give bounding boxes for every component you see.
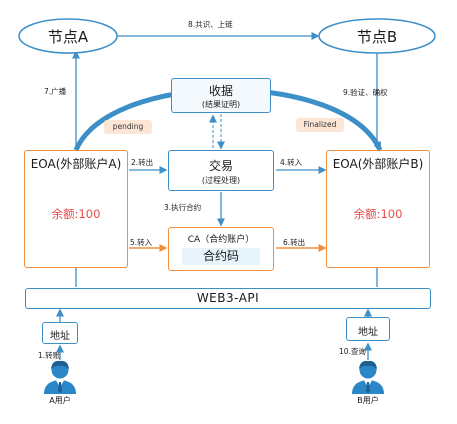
edge-10-label: 10.查询 — [339, 347, 366, 356]
user-icon — [352, 360, 384, 394]
eoa-b-box: EOA(外部账户B) 余额:100 — [326, 150, 430, 268]
contract-code-box: 合约码 — [182, 248, 260, 265]
edge-3-label: 3.执行合约 — [164, 203, 202, 212]
pending-badge: pending — [104, 120, 152, 134]
node-b-ellipse — [318, 18, 436, 54]
eoa-a-box: EOA(外部账户A) 余额:100 — [24, 150, 128, 268]
edge-6-label: 6.转出 — [283, 238, 306, 247]
eoa-a-balance: 余额:100 — [51, 207, 101, 221]
address-a-box: 地址 — [42, 322, 78, 344]
node-a-ellipse — [18, 18, 118, 54]
eoa-b-balance: 余额:100 — [353, 207, 403, 221]
receipt-title: 收据 — [208, 84, 233, 98]
node-a-label: 节点A — [47, 28, 89, 46]
transaction-title: 交易 — [208, 159, 233, 173]
user-a-label: A用户 — [49, 396, 71, 405]
edge-9-label: 9.验证、确权 — [343, 88, 388, 97]
web3-api-bar: WEB3-API — [25, 288, 431, 309]
user-b-label: B用户 — [357, 396, 379, 405]
user-b: B用户 — [348, 358, 388, 405]
contract-account-title: CA（合约账户） — [187, 235, 255, 245]
receipt-subtitle: (结果证明) — [201, 100, 241, 109]
edge-1-label: 1.转账 — [38, 351, 61, 360]
transaction-box: 交易 (过程处理) — [168, 150, 274, 191]
node-a: 节点A — [19, 26, 117, 46]
edge-4-label: 4.转入 — [280, 158, 303, 167]
node-b-label: 节点B — [356, 28, 398, 46]
contract-code-label: 合约码 — [202, 249, 239, 263]
user-a: A用户 — [40, 358, 80, 405]
address-a-label: 地址 — [50, 331, 70, 342]
edge-7-label: 7.广播 — [44, 87, 67, 96]
finalized-badge: Finalized — [296, 118, 344, 132]
contract-account-box: CA（合约账户） 合约码 — [168, 227, 274, 271]
address-b-label: 地址 — [358, 327, 378, 338]
edge-2-label: 2.转出 — [131, 158, 154, 167]
receipt-box: 收据 (结果证明) — [171, 78, 271, 113]
web3-api-label: WEB3-API — [196, 291, 260, 305]
edge-8-label: 8.共识、上链 — [188, 20, 233, 29]
eoa-b-title: EOA(外部账户B) — [332, 157, 424, 171]
user-icon — [44, 360, 76, 394]
edge-5-label: 5.转入 — [130, 238, 153, 247]
address-b-box: 地址 — [346, 317, 390, 341]
eoa-a-title: EOA(外部账户A) — [30, 157, 122, 171]
node-b: 节点B — [319, 26, 435, 46]
transaction-subtitle: (过程处理) — [201, 176, 241, 185]
